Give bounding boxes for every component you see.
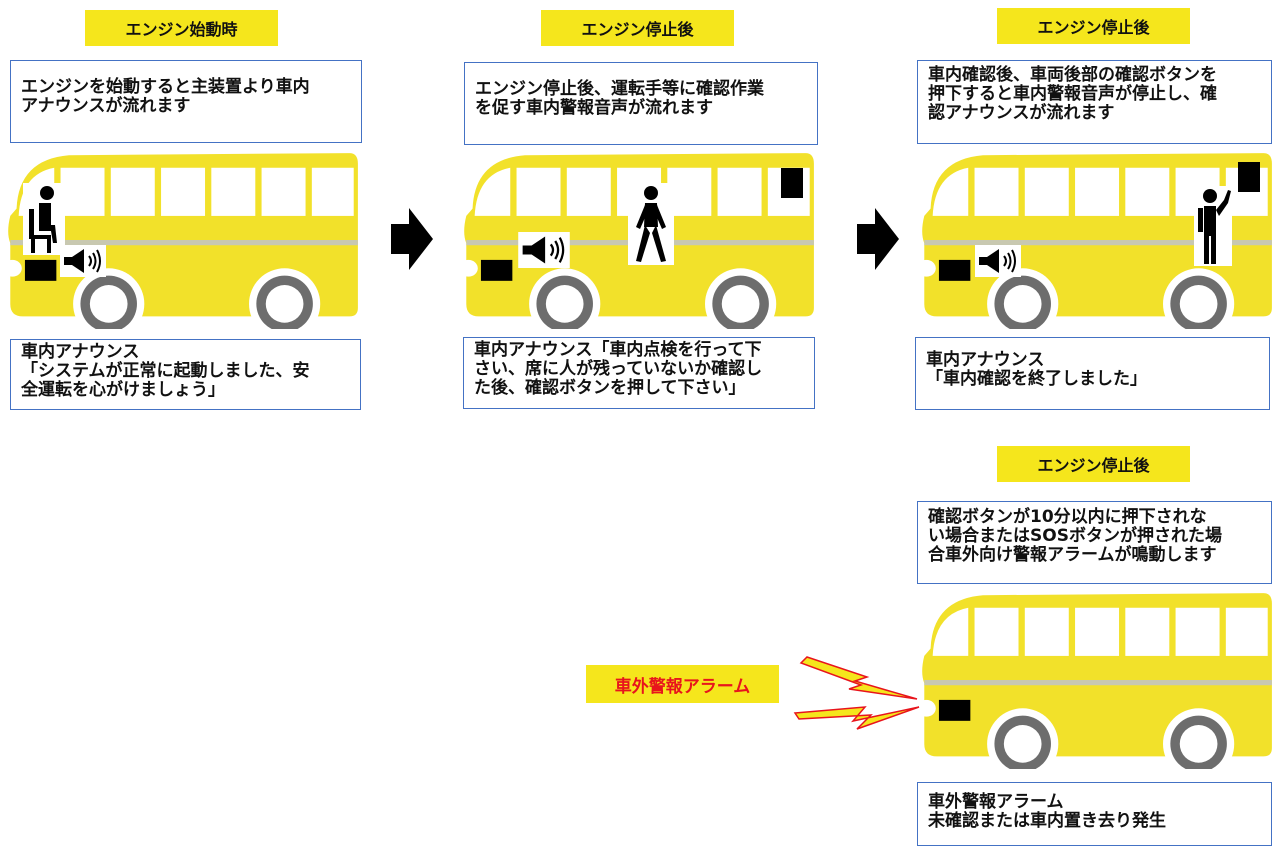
stage2-description: エンジン停止後、運転手等に確認作業 を促す車内警報音声が流れます	[464, 62, 818, 145]
speaker-icon	[975, 245, 1021, 277]
stage3-announcement: 車内アナウンス 「車内確認を終了しました」	[915, 337, 1270, 410]
stage2-announcement: 車内アナウンス「車内点検を行って下 さい、席に人が残っていないか確認し た後、確…	[463, 337, 815, 409]
stage4-label: エンジン停止後	[997, 446, 1190, 482]
person-pressing-button-icon	[1194, 186, 1232, 266]
right-arrow-icon	[391, 208, 433, 270]
stage2-label: エンジン停止後	[541, 10, 734, 46]
stage3-label: エンジン停止後	[997, 8, 1190, 44]
seated-person-icon	[23, 183, 65, 255]
right-arrow-icon	[857, 208, 899, 270]
stage1-description: エンジンを始動すると主装置より車内 アナウンスが流れます	[10, 60, 362, 143]
stage4-description: 確認ボタンが10分以内に押下されな い場合またはSOSボタンが押された場 合車外…	[917, 501, 1272, 584]
stage4-bus	[918, 590, 1274, 770]
stage4-announcement: 車外警報アラーム 未確認または車内置き去り発生	[917, 782, 1272, 846]
stage1-announcement: 車内アナウンス 「システムが正常に起動しました、安 全運転を心がけましょう」	[10, 339, 361, 410]
rear-confirm-button-icon	[781, 168, 803, 198]
external-alarm-label: 車外警報アラーム	[586, 665, 779, 703]
speaker-icon	[60, 245, 106, 277]
lightning-icon	[793, 656, 920, 730]
speaker-icon	[517, 232, 571, 268]
stage1-label: エンジン始動時	[85, 10, 278, 46]
rear-confirm-button-icon	[1238, 162, 1260, 192]
walking-person-icon	[628, 183, 674, 265]
stage3-description: 車内確認後、車両後部の確認ボタンを 押下すると車内警報音声が停止し、確 認アナウ…	[917, 60, 1272, 144]
